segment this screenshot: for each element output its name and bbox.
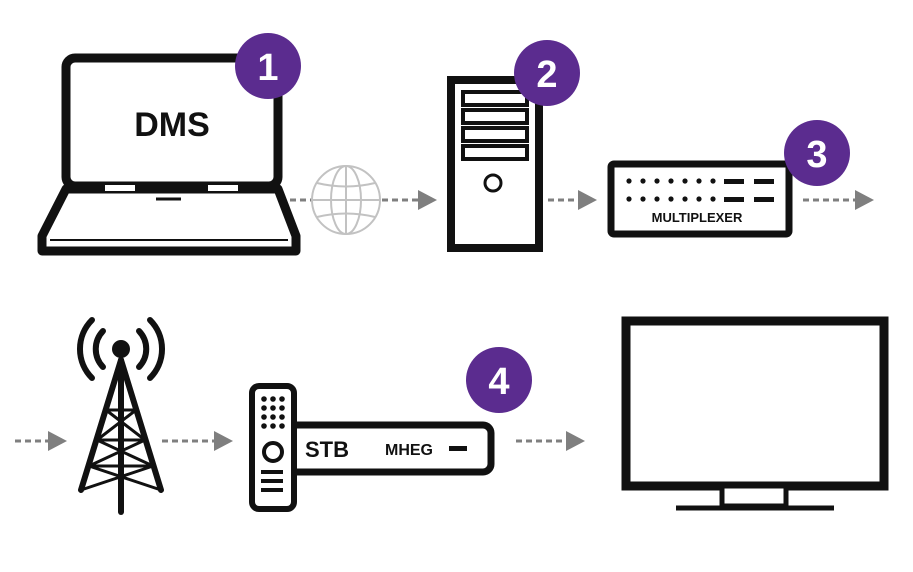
broadcast-tower-icon (77, 317, 165, 515)
port-dot (668, 178, 674, 184)
port-dot (696, 178, 702, 184)
set-top-box-icon: STB MHEG (264, 421, 495, 476)
badge-circle (466, 347, 532, 413)
keypad-dot (279, 405, 285, 411)
step-badge-3: 3 (784, 120, 850, 186)
port-dot (682, 178, 688, 184)
badge-number: 2 (536, 54, 557, 96)
port-dot (654, 196, 660, 202)
arrow-multiplexer-out (803, 190, 874, 210)
badge-number: 3 (806, 134, 827, 176)
arrow-tower-to-stb (162, 431, 233, 451)
port-dot (668, 196, 674, 202)
keypad-dot (270, 405, 276, 411)
server-tower-icon (447, 76, 543, 252)
port-dot (640, 196, 646, 202)
keypad-dot (279, 414, 285, 420)
port-dot (654, 178, 660, 184)
keypad-dot (261, 396, 267, 402)
keypad-dot (270, 396, 276, 402)
laptop-screen-label: DMS (134, 106, 210, 144)
port-dot (626, 196, 632, 202)
port-dot (682, 196, 688, 202)
port-dot (640, 178, 646, 184)
television-icon (621, 316, 889, 511)
stb-mheg-label: MHEG (385, 442, 433, 459)
stb-label: STB (305, 437, 349, 462)
arrow-stb-to-tv (516, 431, 585, 451)
step-badge-2: 2 (514, 40, 580, 106)
arrow-in-to-tower (15, 431, 67, 451)
step-badge-1: 1 (235, 33, 301, 99)
step-badge-4: 4 (466, 347, 532, 413)
laptop-icon: DMS (37, 53, 301, 256)
keypad-dot (270, 423, 276, 429)
badge-number: 4 (488, 361, 509, 403)
port-dot (626, 178, 632, 184)
multiplexer-icon: MULTIPLEXER (607, 160, 793, 238)
keypad-dot (261, 414, 267, 420)
keypad-dot (261, 405, 267, 411)
globe-icon (311, 165, 381, 235)
arrow-globe-to-server (382, 190, 437, 210)
badge-number: 1 (257, 47, 278, 89)
badge-circle (784, 120, 850, 186)
multiplexer-label: MULTIPLEXER (652, 210, 743, 225)
keypad-dot (270, 414, 276, 420)
remote-control-icon (249, 383, 297, 512)
keypad-dot (279, 423, 285, 429)
port-dot (710, 178, 716, 184)
keypad-dot (279, 396, 285, 402)
port-dot (710, 196, 716, 202)
badge-circle (514, 40, 580, 106)
keypad-dot (261, 423, 267, 429)
arrow-server-to-multiplexer (548, 190, 597, 210)
badge-circle (235, 33, 301, 99)
port-dot (696, 196, 702, 202)
